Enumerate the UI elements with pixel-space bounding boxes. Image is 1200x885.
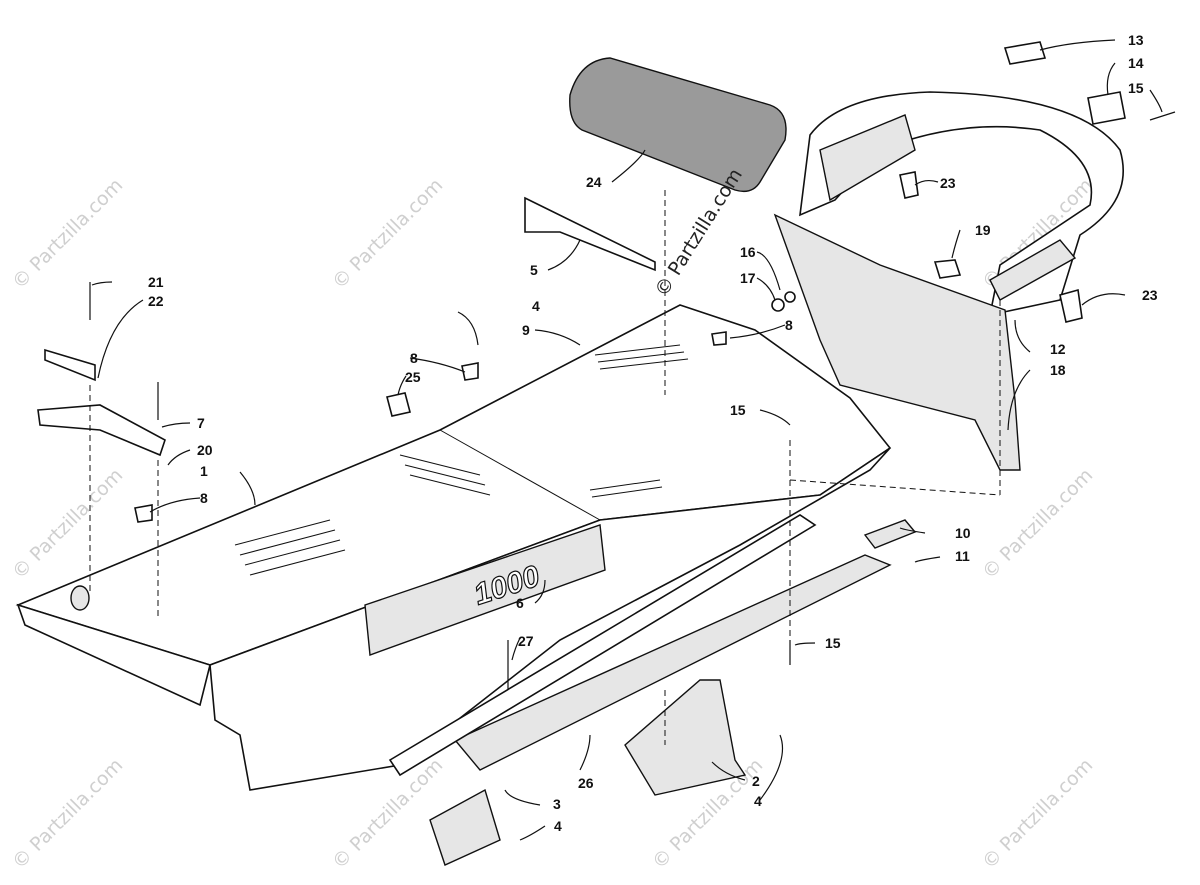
- backing-plate: [429, 788, 501, 866]
- callout-17: 17: [740, 270, 756, 286]
- snow-flap: [773, 213, 1021, 471]
- assembly-lines: [89, 190, 1001, 745]
- tunnel-shading: [234, 344, 689, 576]
- callout-8: 8: [410, 350, 418, 366]
- callout-1: 1: [200, 463, 208, 479]
- tunnel-keyhole: [70, 585, 90, 611]
- running-board-plate: [453, 554, 892, 771]
- callout-21: 21: [148, 274, 164, 290]
- nut-17: [771, 298, 785, 312]
- clip-21-22: [44, 348, 96, 382]
- bumper-step-right: [989, 239, 1077, 301]
- callout-9: 9: [522, 322, 530, 338]
- callout-2: 2: [752, 773, 760, 789]
- watermark: © Partzilla.com: [978, 464, 1097, 583]
- bumper-decal-13: [1003, 41, 1047, 65]
- tunnel-front-flange: [16, 603, 211, 707]
- callout-20: 20: [197, 442, 213, 458]
- callout-8: 8: [200, 490, 208, 506]
- callout-6: 6: [516, 595, 524, 611]
- hardware: [37, 111, 1176, 690]
- callout-8: 8: [785, 317, 793, 333]
- pad-10: [863, 519, 917, 549]
- bolt-15-top: [1149, 111, 1176, 121]
- callout-24: 24: [586, 174, 602, 190]
- callout-25: 25: [405, 369, 421, 385]
- callout-labels: 1 2 3 4 4 4 5 6 7 8 8 8 9 10 11 12 13 14…: [148, 32, 1158, 834]
- reinforcement-strip: [524, 196, 656, 272]
- cap-8a: [134, 504, 153, 523]
- callout-19: 19: [975, 222, 991, 238]
- rear-bumper: [799, 41, 1126, 317]
- washer-16: [784, 291, 796, 303]
- callout-13: 13: [1128, 32, 1144, 48]
- callout-3: 3: [553, 796, 561, 812]
- watermark: © Partzilla.com: [978, 754, 1097, 873]
- callout-26: 26: [578, 775, 594, 791]
- callout-16: 16: [740, 244, 756, 260]
- callout-4: 4: [554, 818, 562, 834]
- seat-pad: [569, 57, 787, 193]
- running-board-rail: [388, 514, 817, 777]
- bumper-decal-14: [1087, 91, 1126, 125]
- label-25: [386, 392, 411, 417]
- clip-23b: [1059, 288, 1083, 323]
- callout-11: 11: [955, 548, 970, 564]
- watermark: © Partzilla.com: [328, 174, 447, 293]
- bumper-step-left: [819, 114, 916, 202]
- callout-15: 15: [1128, 80, 1144, 96]
- watermark: © Partzilla.com: [8, 174, 127, 293]
- running-board: [388, 514, 892, 777]
- callout-12: 12: [1050, 341, 1066, 357]
- watermark: © Partzilla.com: [8, 754, 127, 873]
- watermark: © Partzilla.com: [8, 464, 127, 583]
- callout-5: 5: [530, 262, 538, 278]
- callout-23: 23: [1142, 287, 1158, 303]
- callout-22: 22: [148, 293, 164, 309]
- callout-27: 27: [518, 633, 534, 649]
- clip-23a: [899, 171, 919, 199]
- tunnel-center-seam: [439, 429, 601, 521]
- callout-10: 10: [955, 525, 971, 541]
- tunnel-assembly: [15, 304, 892, 791]
- tunnel-side-panel: [209, 447, 891, 791]
- cap-8b: [461, 362, 479, 381]
- callout-14: 14: [1128, 55, 1144, 71]
- bracket-20: [37, 404, 166, 457]
- callout-15: 15: [825, 635, 841, 651]
- callout-4: 4: [532, 298, 540, 314]
- callout-18: 18: [1050, 362, 1066, 378]
- callout-4: 4: [754, 793, 762, 809]
- callout-7: 7: [197, 415, 205, 431]
- callout-leaders: [91, 39, 1163, 841]
- callout-15: 15: [730, 402, 746, 418]
- cap-8c: [711, 331, 727, 346]
- mounting-bracket: [624, 679, 747, 796]
- clip-19: [933, 259, 962, 279]
- callout-23: 23: [940, 175, 956, 191]
- side-decal: [364, 524, 606, 656]
